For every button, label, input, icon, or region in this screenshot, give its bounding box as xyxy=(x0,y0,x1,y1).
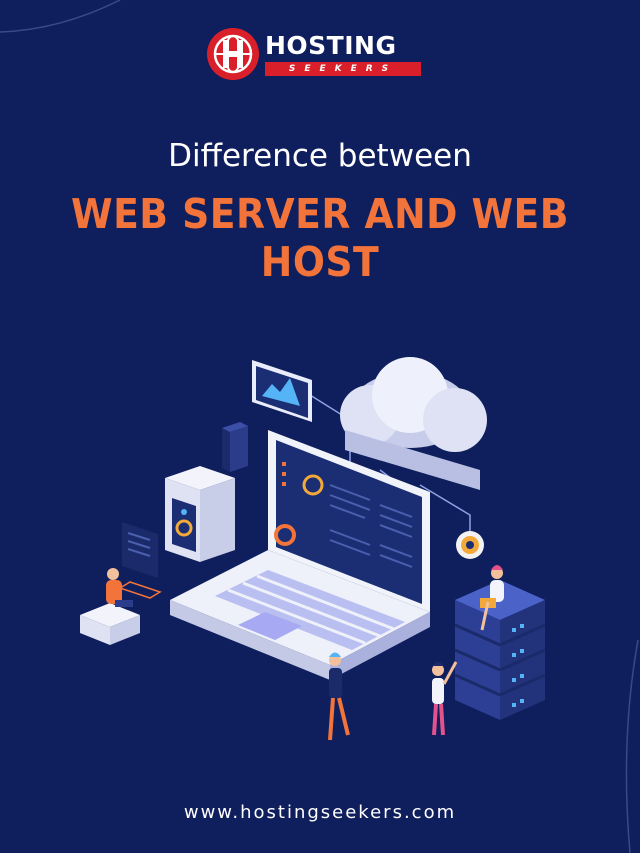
brand-logo[interactable]: HOSTING SEEKERS xyxy=(205,26,425,86)
chart-panel xyxy=(252,360,312,422)
person-on-server xyxy=(480,565,504,631)
person-standing-left xyxy=(328,652,350,741)
laptop-screen xyxy=(268,430,430,612)
gear-icon xyxy=(456,531,484,559)
code-panel xyxy=(118,522,162,599)
decorative-arc-top-left xyxy=(0,0,121,33)
page-title: WEB SERVER AND WEB HOST xyxy=(71,190,569,286)
logo-wordmark: HOSTING xyxy=(265,31,397,60)
data-cube xyxy=(165,466,235,562)
person-standing-right xyxy=(432,661,458,736)
h-globe-icon xyxy=(207,28,259,80)
page-subtitle: Difference between xyxy=(168,138,472,174)
laptop-base xyxy=(170,550,430,680)
logo-subtext: SEEKERS xyxy=(265,62,421,76)
person-on-block xyxy=(80,568,140,645)
hero-illustration xyxy=(80,357,546,741)
cloud-icon xyxy=(340,357,487,490)
small-tower xyxy=(222,422,248,472)
website-url[interactable]: www.hostingseekers.com xyxy=(183,802,457,823)
decorative-arc-right xyxy=(625,640,639,853)
